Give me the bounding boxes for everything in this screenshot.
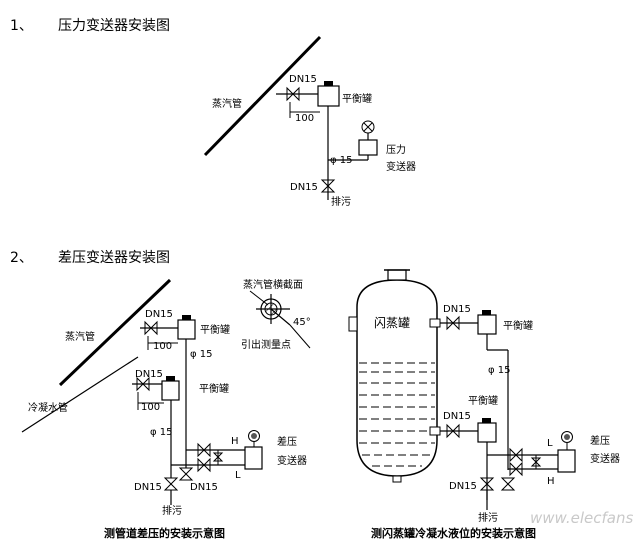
mid-root-valve (446, 423, 460, 439)
top-root-valve (446, 315, 460, 331)
dim-mid-label: 100 (141, 402, 160, 413)
vessel-top-nozzle (387, 269, 407, 281)
section-2-title: 差压变送器安装图 (58, 250, 170, 266)
watermark: www.elecfans.com (530, 509, 633, 527)
mid-balance-tank (161, 380, 180, 401)
steam-pipe (58, 278, 172, 387)
dp-transmitter (557, 449, 576, 473)
pipe-cross-section (249, 290, 311, 349)
drain-label: 排污 (331, 195, 351, 208)
figure-3-flash-tank: 闪蒸罐 DN15 平衡罐 φ 15 (348, 269, 620, 540)
phi-label: φ 15 (488, 365, 511, 376)
h-label: H (547, 476, 555, 487)
h-side-valve (509, 461, 523, 477)
transmitter-label-2: 变送器 (386, 160, 416, 173)
equalizing-valve (212, 450, 224, 465)
dn-mid-label: DN15 (443, 411, 471, 422)
section-1-number: 1、 (10, 18, 33, 34)
vessel-bottom-nozzle (392, 475, 402, 483)
steam-pipe-label: 蒸汽管 (65, 330, 95, 343)
dn-top-label: DN15 (443, 304, 471, 315)
section-label: 蒸汽管横截面 (243, 278, 303, 291)
figure-3-caption: 测闪蒸罐冷凝水液位的安装示意图 (371, 526, 536, 540)
dp-label-2: 变送器 (590, 452, 620, 465)
mid-balance-tank (477, 422, 497, 443)
valve-bottom-label: DN15 (290, 182, 318, 193)
condensate-pipe-label: 冷凝水管 (28, 401, 68, 414)
h-side-valve (197, 442, 211, 458)
top-balance-tank (477, 314, 497, 335)
drain-label: 排污 (478, 511, 498, 524)
mid-root-valve (136, 376, 150, 392)
figure-2-dp-pipe: 蒸汽管 冷凝水管 DN15 100 平衡罐 φ 15 DN15 100 平衡罐 (21, 278, 311, 540)
root-valve (286, 86, 300, 102)
balance-tank-label: 平衡罐 (342, 92, 372, 105)
drain-valve (320, 179, 336, 193)
vessel-label: 闪蒸罐 (374, 316, 410, 330)
h-label: H (231, 436, 239, 447)
equalizing-valve (530, 455, 542, 469)
balance-tank-cap (324, 81, 333, 86)
drain-valve-right (500, 477, 516, 491)
top-root-valve (144, 320, 158, 336)
vessel-side-nozzle (348, 316, 358, 332)
tank-mid-label: 平衡罐 (468, 394, 498, 407)
l-label: L (547, 438, 553, 449)
condensate-pipe (21, 356, 139, 433)
phi-top-label: φ 15 (190, 349, 213, 360)
section-1-title: 压力变送器安装图 (58, 18, 170, 34)
steam-pipe-label: 蒸汽管 (212, 97, 242, 110)
dn-bottom-left-label: DN15 (134, 482, 162, 493)
tank-mid-label: 平衡罐 (199, 382, 229, 395)
angle-label: 45° (293, 317, 311, 328)
flash-vessel (356, 279, 438, 477)
drain-label: 排污 (162, 504, 182, 517)
tank-top-label: 平衡罐 (200, 323, 230, 336)
dn-bottom-label: DN15 (449, 481, 477, 492)
drain-valve-right (178, 467, 194, 481)
valve-top-label: DN15 (289, 74, 317, 85)
dim-label: 100 (295, 113, 314, 124)
dp-label-1: 差压 (590, 434, 610, 447)
balance-tank (317, 85, 340, 107)
l-side-valve (197, 457, 211, 473)
tap-label: 引出测量点 (241, 338, 291, 351)
pressure-transmitter (358, 139, 378, 156)
dp-label-1: 差压 (277, 435, 297, 448)
dn-mid-label: DN15 (135, 369, 163, 380)
top-balance-tank (177, 319, 196, 340)
dp-label-2: 变送器 (277, 454, 307, 467)
tank-top-label: 平衡罐 (503, 319, 533, 332)
liquid-level (359, 362, 435, 467)
drain-valve-left (163, 477, 179, 491)
figure-1-pressure-transmitter: 蒸汽管 DN15 100 平衡罐 φ 15 压力 变送器 (203, 35, 416, 208)
dn-bottom-right-label: DN15 (190, 482, 218, 493)
dim-top-label: 100 (153, 341, 172, 352)
l-label: L (235, 470, 241, 481)
phi-mid-label: φ 15 (150, 427, 173, 438)
figure-2-caption: 测管道差压的安装示意图 (104, 526, 225, 540)
transmitter-label-1: 压力 (386, 143, 406, 156)
steam-pipe (203, 35, 322, 157)
section-2-number: 2、 (10, 250, 33, 266)
dn-top-label: DN15 (145, 309, 173, 320)
dp-transmitter (244, 446, 263, 470)
l-side-valve (509, 447, 523, 463)
